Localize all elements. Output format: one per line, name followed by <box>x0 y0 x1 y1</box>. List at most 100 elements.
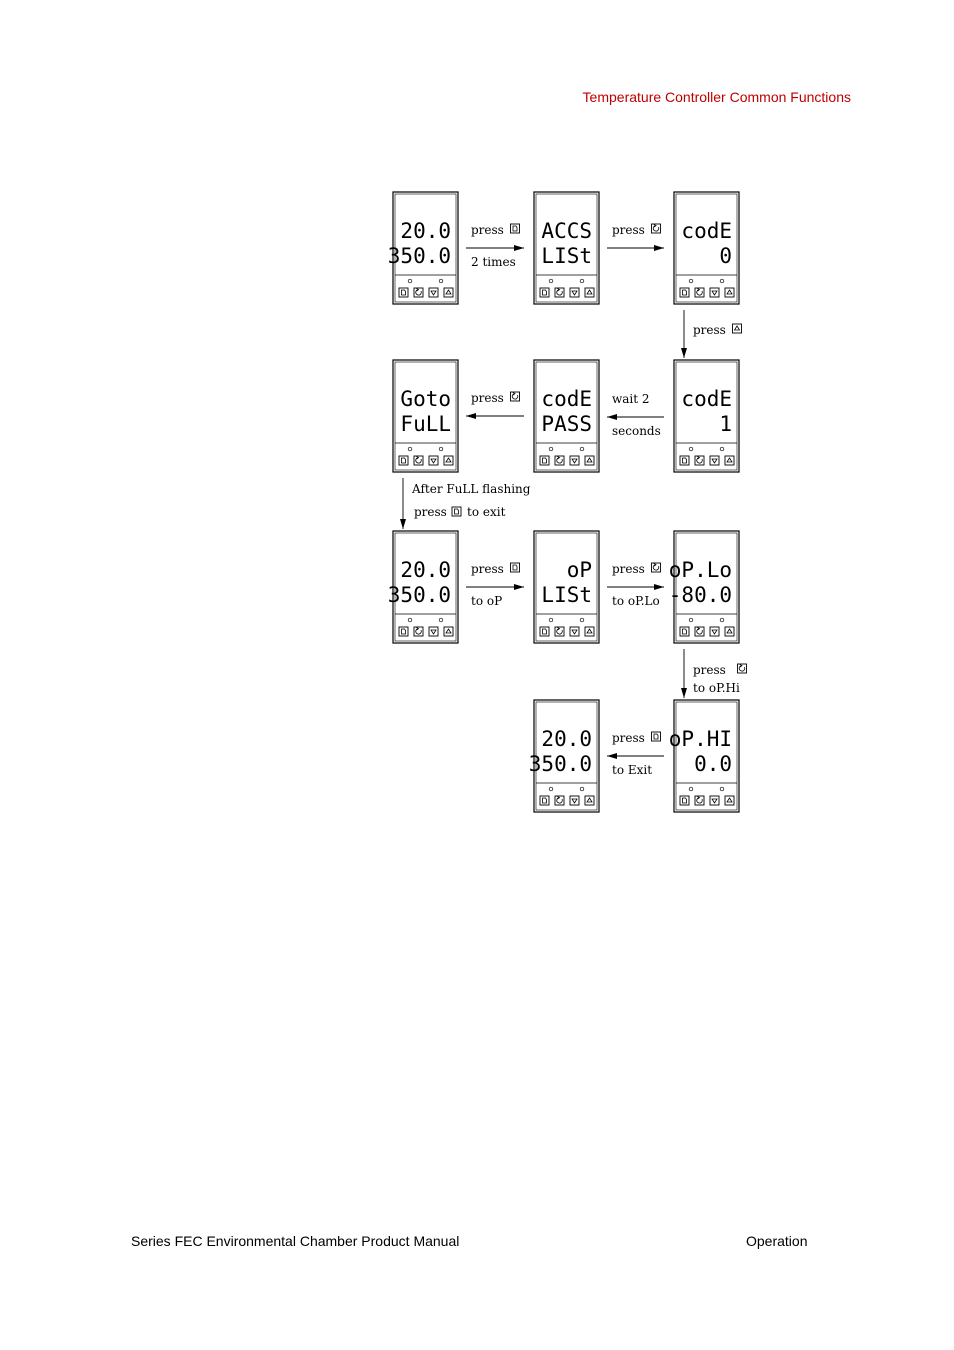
down-icon[interactable] <box>428 455 439 466</box>
arrow-sublabel: press <box>414 505 447 519</box>
scroll-icon <box>737 663 747 674</box>
up-icon[interactable] <box>584 455 595 466</box>
arrow-label: press <box>612 731 645 745</box>
down-icon[interactable] <box>709 455 720 466</box>
indicator-led <box>438 278 444 284</box>
down-icon[interactable] <box>428 626 439 637</box>
page-icon[interactable] <box>539 795 550 806</box>
arrow-sublabel: to oP.Hi <box>693 681 740 695</box>
up-icon[interactable] <box>443 287 454 298</box>
down-icon[interactable] <box>569 455 580 466</box>
scroll-icon[interactable] <box>413 626 424 637</box>
up-icon[interactable] <box>584 626 595 637</box>
up-icon[interactable] <box>724 626 735 637</box>
indicator-led <box>438 617 444 623</box>
controller-display: oP.HI0.0 <box>669 699 740 813</box>
display-line-2: 1 <box>719 412 732 436</box>
arrow-sublabel: to Exit <box>612 763 652 777</box>
down-icon[interactable] <box>569 795 580 806</box>
scroll-icon[interactable] <box>694 795 705 806</box>
page-icon <box>510 562 520 573</box>
scroll-icon[interactable] <box>694 455 705 466</box>
arrow-label: press <box>693 323 726 337</box>
scroll-icon[interactable] <box>694 626 705 637</box>
down-icon[interactable] <box>709 626 720 637</box>
indicator-led <box>407 278 413 284</box>
page-icon[interactable] <box>679 455 690 466</box>
arrow-label: press <box>612 223 645 237</box>
page-icon[interactable] <box>679 626 690 637</box>
indicator-led <box>719 278 725 284</box>
page-icon <box>510 223 520 234</box>
arrow-sublabel: to oP <box>471 594 502 608</box>
page-icon[interactable] <box>398 287 409 298</box>
indicator-led <box>548 786 554 792</box>
indicator-led <box>688 617 694 623</box>
up-icon[interactable] <box>724 455 735 466</box>
page-icon <box>451 506 462 517</box>
scroll-icon[interactable] <box>554 795 565 806</box>
scroll-icon[interactable] <box>694 287 705 298</box>
scroll-icon[interactable] <box>413 455 424 466</box>
display-line-1: oP.HI <box>669 727 732 751</box>
display-line-2: FuLL <box>400 412 451 436</box>
display-line-1: codE <box>681 387 732 411</box>
display-line-2: 350.0 <box>388 244 451 268</box>
page-icon[interactable] <box>398 455 409 466</box>
page-icon[interactable] <box>679 287 690 298</box>
indicator-led <box>548 278 554 284</box>
scroll-icon[interactable] <box>554 287 565 298</box>
transition-arrow: press to Exit <box>607 731 664 777</box>
page-icon[interactable] <box>539 455 550 466</box>
scroll-icon[interactable] <box>413 287 424 298</box>
up-icon[interactable] <box>584 795 595 806</box>
indicator-led <box>719 786 725 792</box>
down-icon[interactable] <box>569 287 580 298</box>
up-icon[interactable] <box>724 287 735 298</box>
up-icon[interactable] <box>443 626 454 637</box>
arrow-label: After FuLL flashing <box>411 482 531 496</box>
display-line-2: 350.0 <box>529 752 592 776</box>
page-icon[interactable] <box>539 287 550 298</box>
down-icon[interactable] <box>569 626 580 637</box>
display-line-2: -80.0 <box>669 583 732 607</box>
display-line-1: 20.0 <box>541 727 592 751</box>
transition-arrow: press to oP.Hi <box>681 649 747 698</box>
indicator-led <box>548 446 554 452</box>
display-line-1: 20.0 <box>400 558 451 582</box>
scroll-icon[interactable] <box>554 455 565 466</box>
display-line-1: 20.0 <box>400 219 451 243</box>
down-icon[interactable] <box>709 795 720 806</box>
page-icon[interactable] <box>539 626 550 637</box>
display-line-2: LISt <box>541 583 592 607</box>
down-icon[interactable] <box>428 287 439 298</box>
footer-manual-title: Series FEC Environmental Chamber Product… <box>131 1233 460 1249</box>
display-line-2: 0 <box>719 244 732 268</box>
display-line-1: Goto <box>400 387 451 411</box>
down-icon[interactable] <box>709 287 720 298</box>
page-icon[interactable] <box>398 626 409 637</box>
display-line-2: PASS <box>541 412 592 436</box>
up-icon[interactable] <box>443 455 454 466</box>
page-icon[interactable] <box>679 795 690 806</box>
arrow-sublabel: seconds <box>612 424 661 438</box>
arrow-label: press <box>693 663 726 677</box>
indicator-led <box>719 617 725 623</box>
display-line-1: oP <box>567 558 592 582</box>
header-title: Temperature Controller Common Functions <box>582 89 851 105</box>
up-icon[interactable] <box>724 795 735 806</box>
up-icon[interactable] <box>584 287 595 298</box>
scroll-icon[interactable] <box>554 626 565 637</box>
